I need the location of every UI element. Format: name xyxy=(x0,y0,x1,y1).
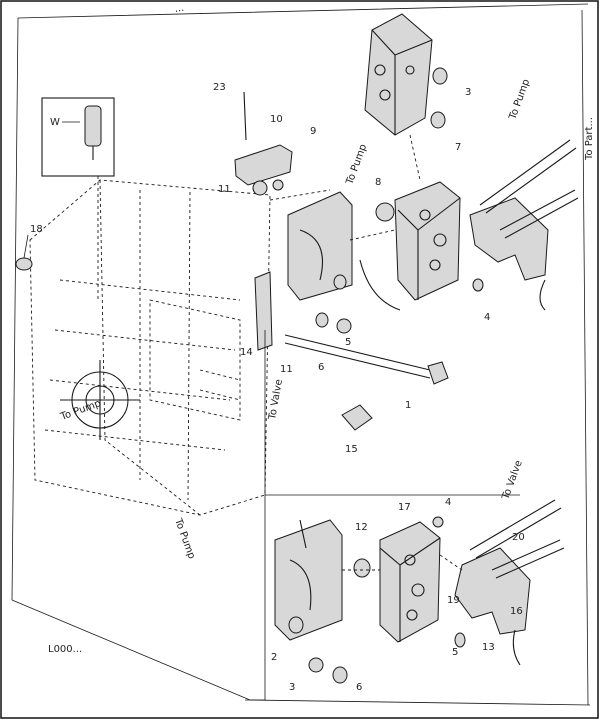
note-3: To Valve xyxy=(267,378,285,421)
callout-6a: 6 xyxy=(318,362,324,373)
callout-10: 10 xyxy=(270,114,283,125)
callout-11: 11 xyxy=(218,184,231,195)
housing xyxy=(29,179,271,516)
central-valve-assembly xyxy=(287,181,461,334)
lower-linkage xyxy=(454,499,565,666)
callout-7: 7 xyxy=(455,142,461,153)
callout-1: 1 xyxy=(405,400,411,411)
callout-8: 8 xyxy=(375,177,381,188)
callout-23: 23 xyxy=(213,82,226,93)
lever-assembly xyxy=(234,91,293,196)
callout-20: 20 xyxy=(512,532,525,543)
callouts: 23 10 9 11 18 3 7 8 4 5 14 11 6 1 15 4 1… xyxy=(30,82,525,693)
callout-13: 13 xyxy=(482,642,495,653)
callout-3: 3 xyxy=(465,87,471,98)
right-edge-label: To Part... xyxy=(584,117,595,161)
lower-valve-assembly xyxy=(274,516,466,684)
inset-label: W xyxy=(50,117,60,128)
callout-19: 19 xyxy=(447,595,460,606)
small-fitting xyxy=(341,404,373,431)
callout-12: 12 xyxy=(355,522,368,533)
page-boundary-lines xyxy=(11,3,591,706)
note-2: To Pump xyxy=(344,143,369,187)
callout-11b: 11 xyxy=(280,364,293,375)
rod-and-bracket xyxy=(254,271,449,385)
callout-3b: 3 xyxy=(289,682,295,693)
callout-5b: 5 xyxy=(452,647,458,658)
callout-17: 17 xyxy=(398,502,411,513)
plug-part xyxy=(15,234,33,271)
callout-5a: 5 xyxy=(345,337,351,348)
callout-16: 16 xyxy=(510,606,523,617)
note-4: To Pump xyxy=(172,516,197,560)
top-edge-label: ... xyxy=(174,3,185,15)
note-1: To Pump xyxy=(507,78,532,122)
callout-4a: 4 xyxy=(484,312,490,323)
callout-15: 15 xyxy=(345,444,358,455)
upper-valve-body xyxy=(364,13,448,181)
upper-linkage xyxy=(469,139,579,311)
note-5: To Valve xyxy=(500,459,525,502)
callout-9: 9 xyxy=(310,126,316,137)
callout-2: 2 xyxy=(271,652,277,663)
connector-lines xyxy=(245,189,520,701)
drawing-id: L000... xyxy=(48,644,82,655)
callout-6b: 6 xyxy=(356,682,362,693)
inset-w-box: W xyxy=(41,97,115,300)
callout-18: 18 xyxy=(30,224,43,235)
callout-4b: 4 xyxy=(445,497,451,508)
callout-14: 14 xyxy=(240,347,253,358)
